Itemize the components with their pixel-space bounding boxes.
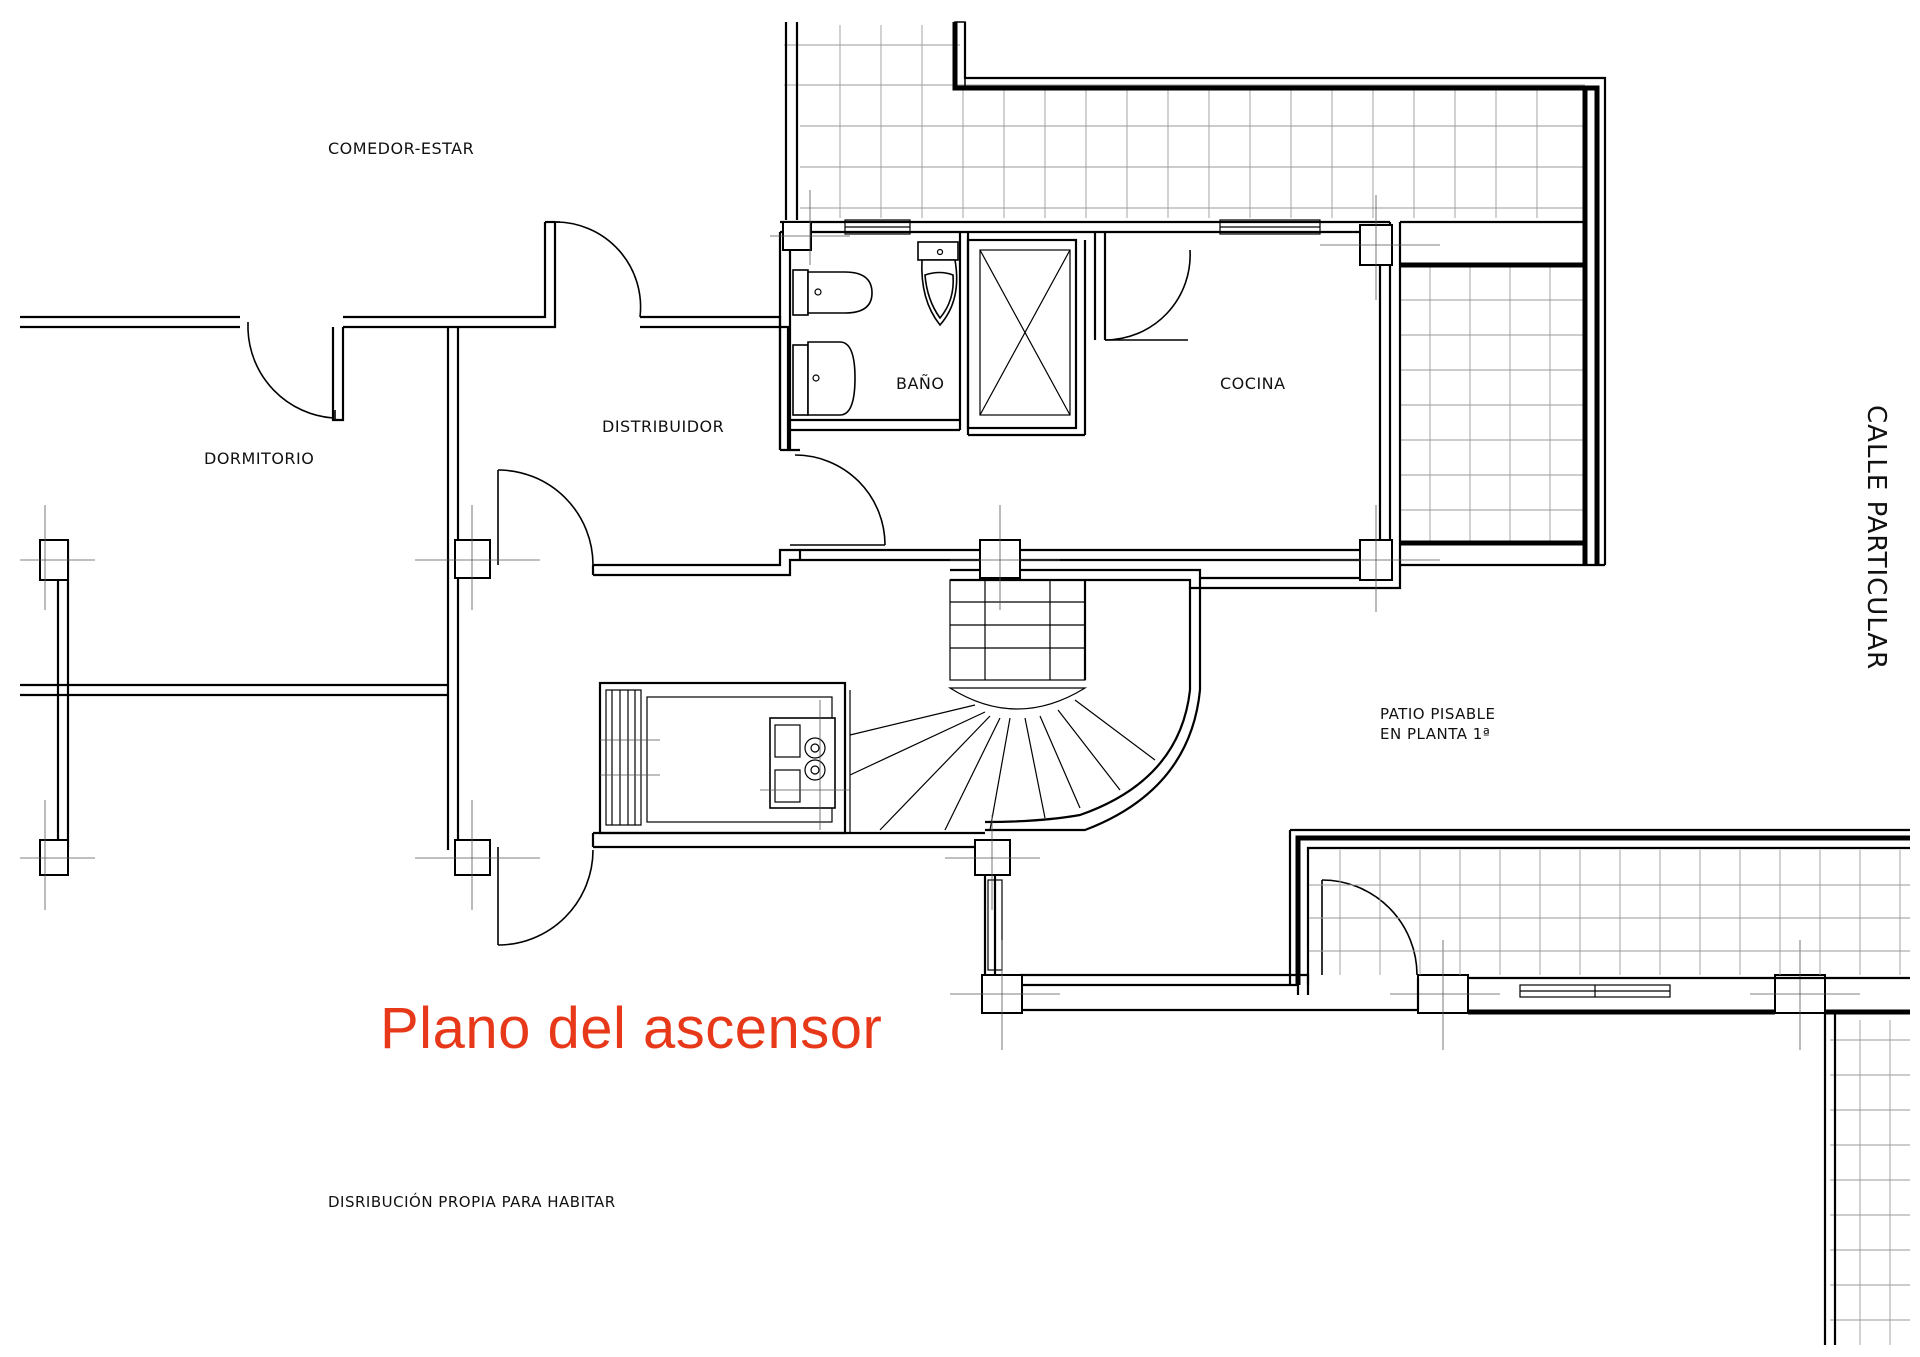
label-patio-line1: PATIO PISABLE: [1380, 705, 1496, 723]
plan-title: Plano del ascensor: [380, 996, 882, 1061]
elevator: [600, 689, 850, 830]
label-bano: BAÑO: [896, 374, 944, 393]
windows: [844, 219, 1671, 998]
bathroom-fixtures: [792, 238, 1078, 430]
label-distribucion: DISRIBUCIÓN PROPIA PARA HABITAR: [328, 1192, 616, 1211]
interior-walls: [20, 220, 1402, 995]
doors: [247, 221, 1418, 976]
label-dormitorio: DORMITORIO: [204, 449, 314, 468]
label-distribuidor: DISTRIBUIDOR: [602, 417, 724, 436]
label-calle-particular: CALLE PARTICULAR: [1861, 405, 1891, 670]
label-comedor-estar: COMEDOR-ESTAR: [328, 139, 474, 158]
staircase: [849, 579, 1202, 833]
top-terrace: [784, 21, 1607, 567]
room-labels: COMEDOR-ESTAR DORMITORIO DISTRIBUIDOR BA…: [204, 139, 1891, 1211]
label-cocina: COCINA: [1220, 374, 1286, 393]
label-patio-line2: EN PLANTA 1ª: [1380, 725, 1490, 743]
lower-terrace: [1022, 828, 1910, 1345]
structural-columns: [20, 190, 1860, 1050]
